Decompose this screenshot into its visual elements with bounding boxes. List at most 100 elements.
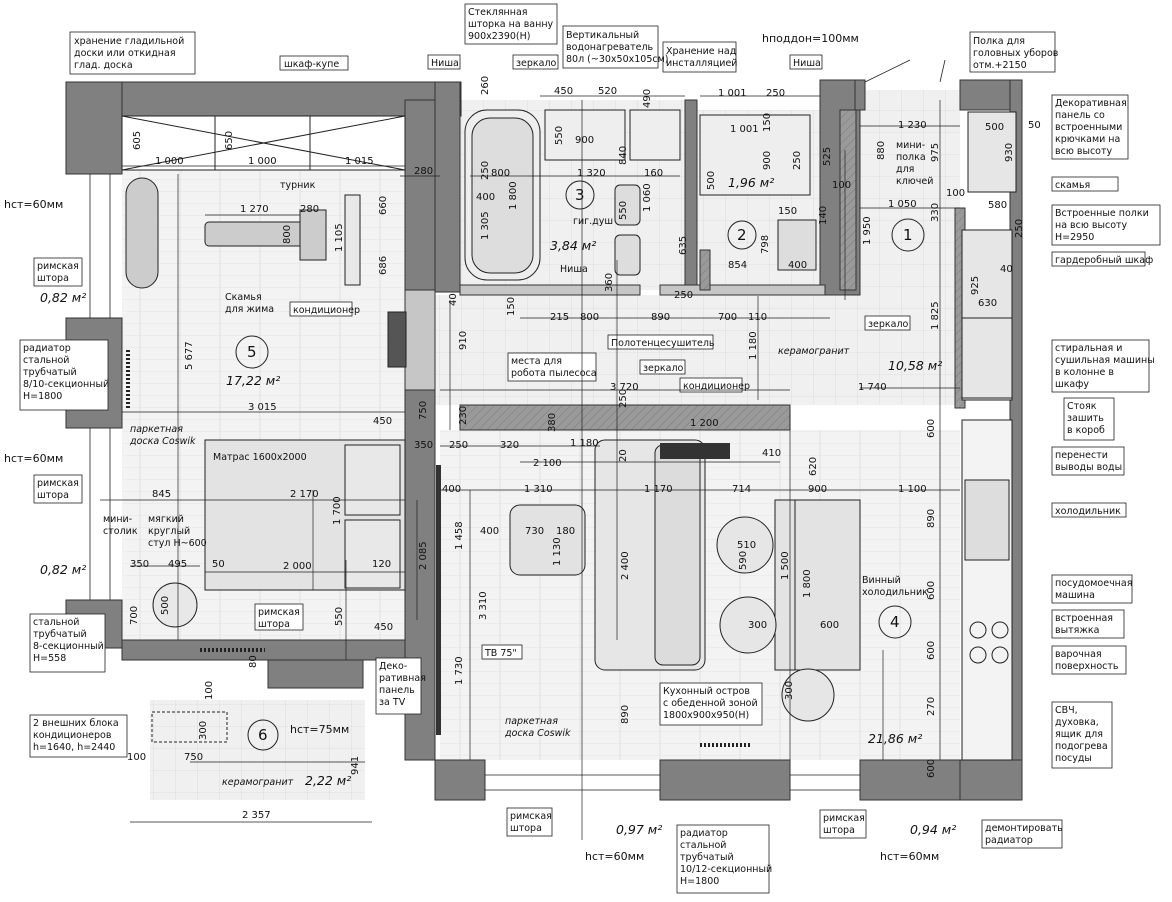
dim-1000b: 1 000: [248, 156, 277, 167]
oven-line1: СВЧ,: [1055, 705, 1078, 716]
dim-900a: 900: [575, 135, 594, 146]
bench-label: скамья: [1055, 180, 1090, 191]
dim-600a: 600: [926, 419, 937, 438]
dim-380: 380: [547, 413, 558, 432]
dim-1458: 1 458: [454, 521, 465, 550]
roman2-line1: римская: [37, 478, 79, 489]
dim-660: 660: [378, 196, 389, 215]
dim-630: 630: [978, 298, 997, 309]
vacuum-line1: места для: [511, 356, 562, 367]
gym-line2: для жима: [225, 304, 274, 315]
deco-tv-line4: за TV: [379, 697, 406, 708]
dim-150c: 150: [506, 297, 517, 316]
dim-360: 360: [604, 273, 615, 292]
dim-20: 20: [618, 449, 629, 462]
roman3-line1: римская: [823, 813, 865, 824]
hob-line1: варочная: [1055, 649, 1102, 660]
parquet2-line1: паркетная: [505, 716, 558, 727]
dim-1310: 1 310: [524, 484, 553, 495]
dim-2000: 2 000: [283, 561, 312, 572]
dim-635: 635: [678, 236, 689, 255]
dim-2085: 2 085: [418, 541, 429, 570]
radiator-left2-line2: трубчатый: [33, 629, 87, 640]
deco-panel-line3: встроенными: [1055, 122, 1122, 133]
island-line2: с обеденной зоной: [663, 698, 758, 709]
mirror-label-3: зеркало: [868, 319, 909, 330]
dim-600c: 600: [820, 620, 839, 631]
niche-label-2: Ниша: [793, 58, 821, 69]
radiator-left-line4: 8/10-секционный: [23, 379, 109, 390]
dim-450a: 450: [554, 86, 573, 97]
dim-1015: 1 015: [345, 156, 374, 167]
room-area-1: 10,58 м²: [888, 358, 942, 373]
radiator-bottom-line4: 10/12-секционный: [680, 864, 772, 875]
dim-900b: 900: [762, 151, 773, 170]
dim-3720: 3 720: [610, 382, 639, 393]
dim-890b: 890: [926, 509, 937, 528]
dim-1180b: 1 180: [570, 438, 599, 449]
mini-shelf-line1: мини-: [896, 140, 925, 151]
wine-line2: холодильник: [862, 587, 928, 598]
roman5-line2: штора: [258, 619, 290, 630]
dim-750b: 750: [418, 401, 429, 420]
dim-1700: 1 700: [332, 496, 343, 525]
dim-40: 40: [1000, 264, 1013, 275]
hob-line2: поверхность: [1055, 661, 1119, 672]
dim-800c: 800: [580, 312, 599, 323]
dimension-texts: 1 000 1 000 1 015 605 650 1 270 280 800 …: [127, 76, 1041, 821]
riser-line1: Стояк: [1067, 401, 1097, 412]
roman3-line2: штора: [823, 825, 855, 836]
ironing-board: [125, 177, 159, 289]
radiator-bottom-line3: трубчатый: [680, 852, 734, 863]
dim-750a: 750: [184, 752, 203, 763]
dim-800a: 800: [282, 225, 293, 244]
dim-880: 880: [876, 141, 887, 160]
radiator-left2-line4: Н=558: [33, 653, 66, 664]
dim-1305: 1 305: [480, 211, 491, 240]
room-number-1: 1: [903, 226, 913, 244]
dim-5677: 5 677: [184, 341, 195, 370]
dim-1180a: 1 180: [748, 331, 759, 360]
dim-495: 495: [168, 559, 187, 570]
sill-height-5: hст=75мм: [290, 723, 349, 736]
dim-1130: 1 130: [552, 537, 563, 566]
dim-180: 180: [556, 526, 575, 537]
dim-500c: 500: [985, 122, 1004, 133]
dim-450b: 450: [373, 416, 392, 427]
radiator-left2-line1: стальной: [33, 617, 79, 628]
dim-1730: 1 730: [454, 656, 465, 685]
hatched-walls: [459, 109, 966, 431]
dim-800b: 800: [491, 168, 510, 179]
dim-250f: 250: [618, 389, 629, 408]
deco-panel-line1: Декоративная: [1055, 98, 1127, 109]
dim-700b: 700: [718, 312, 737, 323]
dim-490: 490: [642, 89, 653, 108]
mirror-label-1: зеркало: [516, 58, 557, 69]
dim-1230: 1 230: [898, 120, 927, 131]
dim-700a: 700: [129, 606, 140, 625]
shelves-line1: Встроенные полки: [1055, 208, 1149, 219]
dim-400b: 400: [788, 260, 807, 271]
dim-3310: 3 310: [478, 591, 489, 620]
dim-2400: 2 400: [620, 551, 631, 580]
round-chair: [152, 582, 198, 628]
radiator-bottom-line1: радиатор: [680, 828, 728, 839]
dim-215: 215: [550, 312, 569, 323]
glass-screen-line3: 900х2390(Н): [468, 31, 531, 42]
dim-160: 160: [644, 168, 663, 179]
gym-bench: [204, 194, 361, 286]
balcony-floor: [150, 700, 365, 800]
dim-1740: 1 740: [858, 382, 887, 393]
dim-510: 510: [737, 540, 756, 551]
dim-550c: 550: [334, 607, 345, 626]
bed: [204, 439, 406, 591]
window-area-2: 0,82 м²: [40, 562, 86, 577]
pullup-bar-label: турник: [280, 180, 316, 191]
deco-panel-line4: крючками на: [1055, 134, 1120, 145]
wine-line1: Винный: [862, 575, 901, 586]
dim-3015: 3 015: [248, 402, 277, 413]
water-heater-line1: Вертикальный: [566, 30, 639, 41]
water-heater-line2: водонагреватель: [566, 42, 654, 53]
ironing-label-line3: глад. доска: [74, 60, 133, 71]
